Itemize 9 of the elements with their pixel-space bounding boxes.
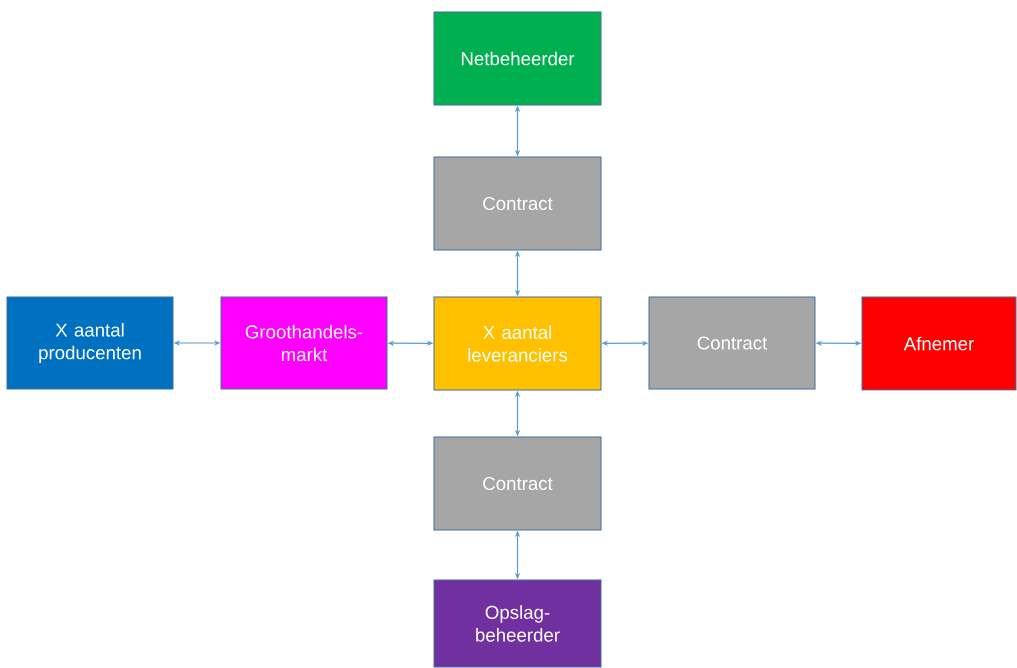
process-box: Netbeheerder: [433, 11, 602, 106]
process-box: X aantal leveranciers: [433, 296, 602, 391]
process-box: X aantal producenten: [6, 296, 174, 390]
process-box: Groothandels- markt: [220, 296, 388, 390]
process-box: Contract: [433, 436, 602, 531]
process-box: Contract: [648, 296, 816, 390]
process-box: Opslag- beheerder: [433, 579, 602, 668]
process-box: Contract: [433, 156, 602, 251]
process-box: Afnemer: [861, 296, 1017, 391]
